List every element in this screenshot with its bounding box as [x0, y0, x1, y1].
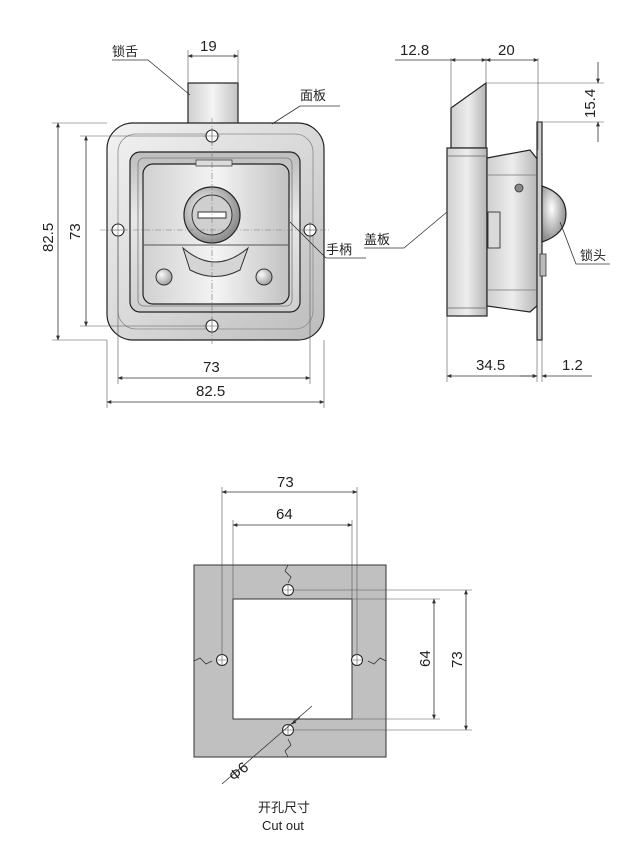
label-lock-head: 锁头: [580, 248, 606, 264]
label-cover: 盖板: [364, 233, 390, 248]
dim-hole-vertical: 73: [67, 223, 84, 240]
label-tongue: 锁舌: [112, 44, 138, 60]
dim-thickness: 1.2: [562, 357, 583, 374]
rivet-right: [255, 268, 273, 286]
side-panel-sheet: [536, 121, 543, 341]
side-view: 12.8 20 15.4 盖板 锁头 34.5 1.2: [364, 42, 610, 382]
front-view: 19 锁舌 面板 手柄 82.5 73 73 82.5: [40, 38, 366, 408]
dim-hole-horizontal: 73: [203, 359, 220, 376]
dim-top-offset: 12.8: [400, 42, 429, 59]
dim-cutout-inner-width: 64: [276, 506, 293, 523]
rivet-left: [155, 268, 173, 286]
dim-cutout-outer-height: 73: [449, 651, 466, 668]
side-lock-head: [541, 185, 567, 243]
label-panel: 面板: [300, 89, 326, 104]
side-cover-plate: [446, 147, 488, 317]
dim-cutout-outer-width: 73: [277, 474, 294, 491]
dim-panel-height: 82.5: [40, 223, 57, 252]
dim-panel-width: 82.5: [196, 383, 225, 400]
caption-cutout-en: Cut out: [262, 818, 304, 833]
label-handle: 手柄: [326, 243, 352, 258]
caption-cutout-cn: 开孔尺寸: [258, 801, 310, 816]
dim-top-width: 20: [498, 42, 515, 59]
dim-cutout-inner-height: 64: [417, 650, 434, 667]
dim-tongue-width: 19: [200, 38, 217, 55]
dim-depth: 34.5: [476, 357, 505, 374]
dim-hole-diameter: Φ6: [226, 759, 252, 785]
cutout-view: 73 64 64 73 Φ6 开孔尺寸 Cut out: [193, 474, 472, 833]
side-tongue: [450, 81, 487, 149]
dim-tongue-height: 15.4: [582, 89, 599, 118]
lock-tongue: [187, 82, 239, 126]
